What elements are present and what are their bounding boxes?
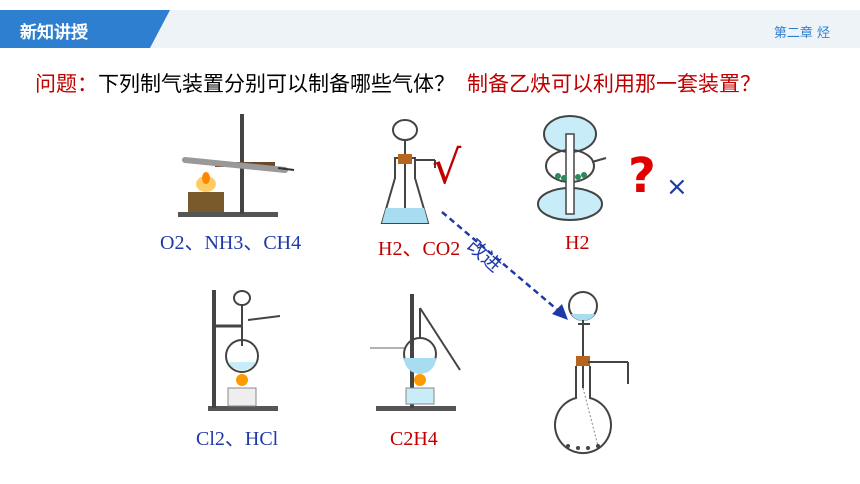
gas-label-2: H2、CO2 bbox=[378, 238, 461, 260]
funnel-flask-apparatus bbox=[380, 119, 436, 224]
improve-arrow bbox=[441, 211, 568, 320]
kipp-generator-apparatus bbox=[537, 115, 607, 221]
gas-label-4: Cl2、HCl bbox=[196, 428, 279, 450]
flask-heating-apparatus bbox=[208, 290, 281, 411]
check-mark: √ bbox=[432, 140, 462, 194]
gas-label-1: O2、NH3、CH4 bbox=[160, 232, 302, 254]
test-tube-heating-apparatus bbox=[178, 114, 295, 217]
gas-label-5: C2H4 bbox=[390, 428, 438, 450]
question-followup: 制备乙炔可以利用那一套装置？ bbox=[467, 72, 761, 96]
ethylene-generator-apparatus bbox=[370, 294, 461, 411]
question-prefix: 问题： bbox=[35, 72, 98, 96]
improved-dropping-funnel-flask bbox=[554, 291, 629, 455]
section-tab: 新知讲授 bbox=[0, 10, 170, 48]
question-line: 问题：下列制气装置分别可以制备哪些气体？ 制备乙炔可以利用那一套装置？ bbox=[35, 68, 761, 98]
question-text: 下列制气装置分别可以制备哪些气体？ bbox=[98, 72, 455, 96]
gas-label-3: H2 bbox=[565, 232, 590, 254]
cross-mark: × bbox=[666, 172, 688, 202]
question-mark: ? bbox=[628, 148, 656, 204]
section-title: 新知讲授 bbox=[20, 23, 88, 43]
chapter-label: 第二章 烃 bbox=[773, 26, 830, 41]
